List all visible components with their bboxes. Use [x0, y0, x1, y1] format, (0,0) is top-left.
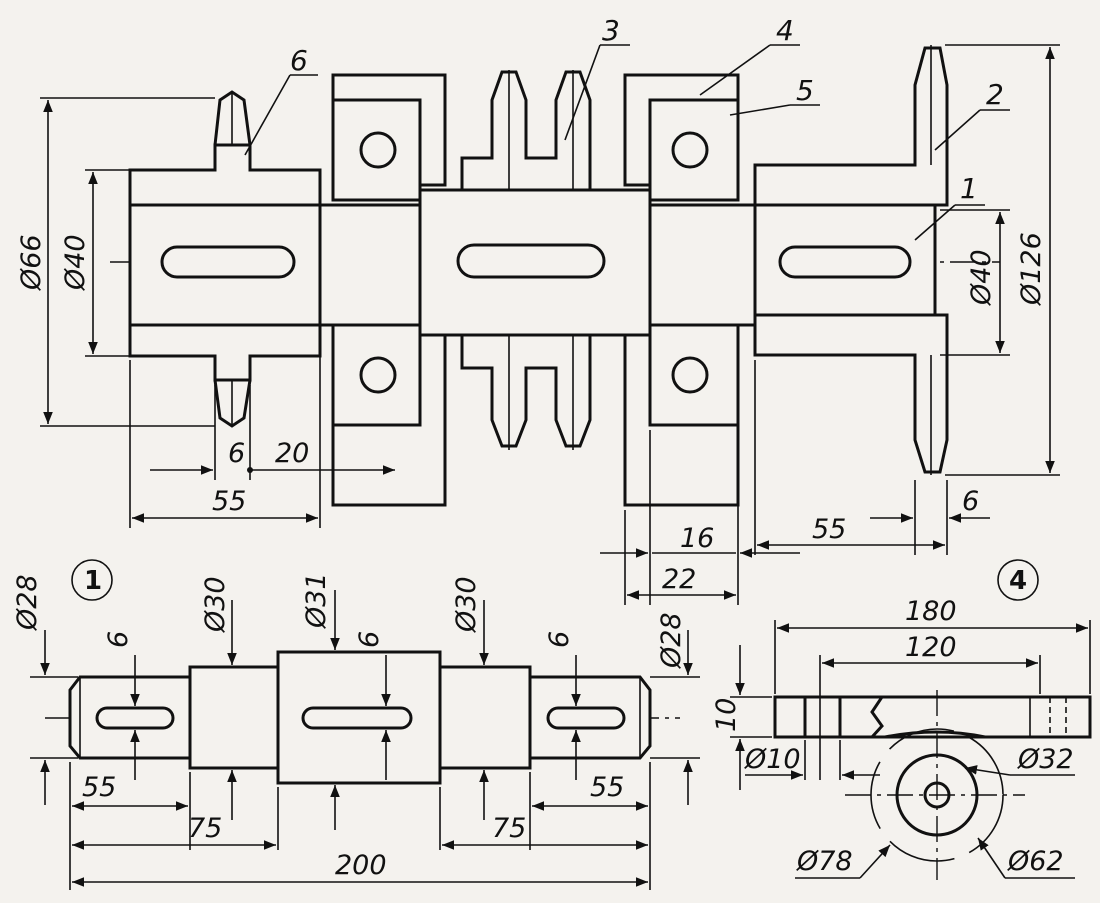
dim-20: 20	[275, 438, 309, 469]
detail-4-badge	[997, 559, 1039, 601]
keyway-left	[95, 706, 175, 730]
dim-180: 180	[905, 596, 957, 627]
dim-75-left: 75	[188, 813, 222, 844]
detail-4-number: 4	[1009, 566, 1027, 596]
part-label-4: 4	[776, 14, 794, 47]
part-label-5: 5	[796, 74, 814, 107]
dim-d78: Ø78	[796, 846, 853, 877]
dim-d40-right: Ø40	[966, 249, 997, 306]
part-label-1: 1	[960, 172, 978, 205]
dim-d28-left: Ø28	[12, 574, 43, 631]
right-sprocket	[753, 45, 949, 475]
left-sprocket	[128, 90, 322, 428]
part-label-6: 6	[290, 44, 308, 77]
shaft-center	[418, 188, 652, 337]
dim-key6-right: 6	[544, 631, 575, 648]
dim-6-left: 6	[228, 438, 245, 469]
dim-55-shaft-left: 55	[82, 772, 116, 803]
part-label-2: 2	[986, 78, 1004, 111]
double-sprocket	[460, 70, 592, 450]
dim-55-shaft-right: 55	[590, 772, 624, 803]
assembly-dimensions	[40, 44, 1060, 605]
dim-d62: Ø62	[1007, 846, 1064, 877]
shaft-outline	[68, 650, 652, 785]
dim-key6-mid: 6	[354, 631, 385, 648]
dim-key6-left: 6	[103, 631, 134, 648]
shaft-dimensions	[30, 590, 700, 890]
detail-4-flange: 4	[711, 559, 1092, 880]
detail-1-badge	[71, 559, 113, 601]
dim-d28-right: Ø28	[656, 612, 687, 669]
right-bearing-housing	[623, 73, 740, 507]
part-leaders	[244, 44, 1010, 241]
dim-d126: Ø126	[1016, 232, 1047, 306]
dim-d10: Ø10	[744, 744, 801, 775]
shaft-right-collar	[648, 203, 757, 327]
dim-16: 16	[680, 523, 714, 554]
dim-22: 22	[662, 564, 696, 595]
assembly-view: 6 3 4 5 2 1	[16, 14, 1060, 605]
center-keyway	[456, 243, 606, 279]
left-bearing-housing	[331, 73, 447, 507]
flange-dimensions	[730, 620, 1091, 879]
dim-d30-left: Ø30	[200, 576, 231, 633]
dim-120: 120	[905, 632, 957, 663]
detail-1-number: 1	[84, 566, 102, 596]
dim-200: 200	[335, 850, 387, 881]
dim-55-right: 55	[812, 514, 846, 545]
flange-section	[773, 695, 1092, 739]
shaft-left-collar	[318, 203, 422, 327]
dim-75-right: 75	[492, 813, 526, 844]
keyway-center	[301, 706, 413, 730]
dim-6-right: 6	[962, 486, 979, 517]
dim-d66: Ø66	[16, 234, 47, 291]
dim-55-left: 55	[212, 486, 246, 517]
detail-1-shaft: 1	[12, 559, 700, 890]
keyway-right	[546, 706, 626, 730]
dim-d40-left: Ø40	[60, 234, 91, 291]
dim-d30-right: Ø30	[451, 576, 482, 633]
dim-d32: Ø32	[1017, 744, 1074, 775]
dim-d31: Ø31	[301, 572, 332, 629]
dim-10: 10	[711, 698, 742, 732]
part-label-3: 3	[602, 14, 620, 47]
